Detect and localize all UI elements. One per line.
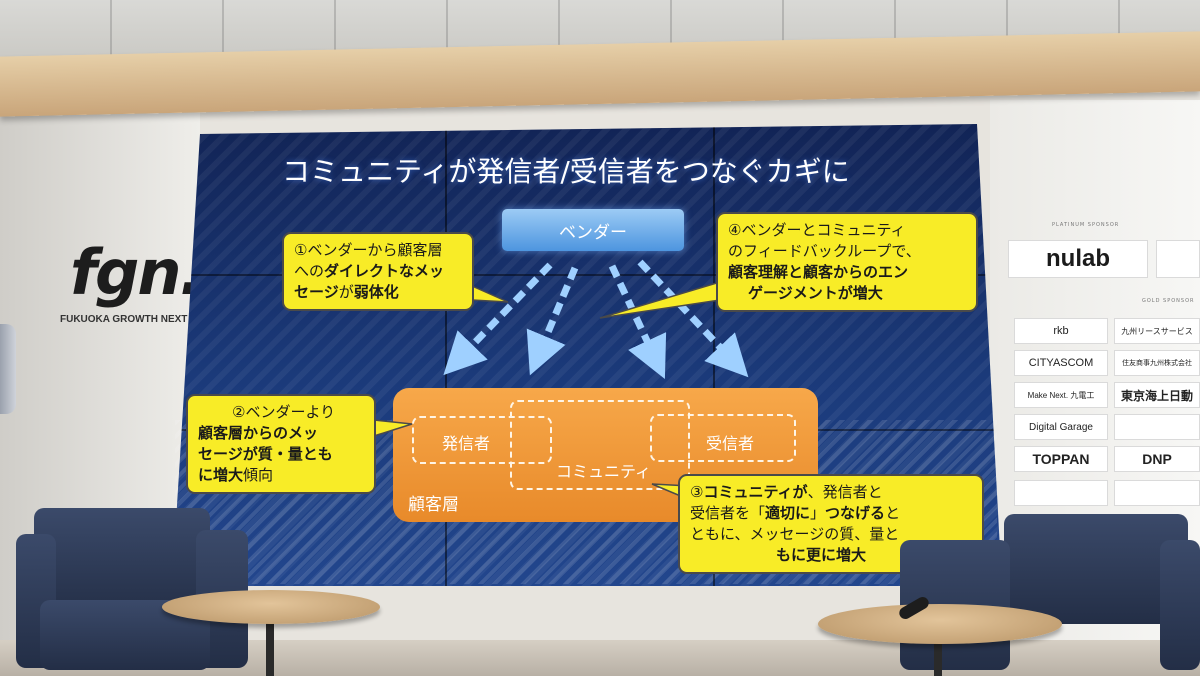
callout-2-line-2: 顧客層からのメッ [198,424,319,442]
person-silhouette [0,324,16,414]
sponsor-kyushu-lease: 九州リースサービス [1114,318,1200,344]
callout-4-line-3: 顧客理解と顧客からのエン [728,263,909,281]
callout-2-line-3: セージが質・量とも [198,445,333,463]
callout-1-line-3: セージが弱体化 [294,282,462,303]
callout-2: ②ベンダーより 顧客層からのメッ セージが質・量とも に増大傾向 [186,394,376,494]
sponsor-dnp: DNP [1114,446,1200,472]
right-armchair-arm-right [1160,540,1200,670]
gold-sponsor-label: GOLD SPONSOR [1142,298,1195,304]
left-table-leg [266,614,274,676]
sponsor-blank-3 [1014,480,1108,506]
callout-3-line-2b: 適切に [765,504,811,522]
community-outline [510,400,690,490]
callout-1-line-2a: への [294,262,325,280]
slide-title: コミュニティが発信者/受信者をつなぐカギに [282,155,850,188]
callout-3-line-1b: コミュニティが [703,483,808,501]
callout-3-line-2d: つなげる [825,504,886,522]
callout-3-line-2a: 受信者を「 [690,504,766,522]
left-side-table [162,590,380,624]
callout-3-line-2e: と [885,504,901,522]
sponsor-tokio-marine: 東京海上日動 [1114,382,1200,408]
callout-3-line-2: 受信者を「適切に」つなげると [690,503,972,524]
right-side-table [818,604,1062,644]
sponsor-blank-2 [1114,414,1200,440]
callout-2-line-4: に増大傾向 [198,465,364,486]
callout-3-line-1c: 、発信者と [807,483,883,501]
callout-1-line-3b: が [338,283,354,301]
callout-4-line-1: ④ベンダーとコミュニティ [728,221,906,239]
callout-4: ④ベンダーとコミュニティ のフィードバックループで、 顧客理解と顧客からのエン … [716,212,978,312]
callout-3-line-1a: ③ [690,483,704,501]
platinum-sponsor-label: PLATINUM SPONSOR [1052,222,1120,228]
callout-2-line-4a: に [198,466,214,484]
callout-4-line-2: のフィードバックループで、 [728,242,921,260]
callout-4-line-4: ゲージメントが増大 [748,284,883,302]
callout-2-line-4c: 傾向 [243,466,274,484]
callout-3-line-4b: 更に増大 [806,546,867,564]
sponsor-kyudenko: Make Next. 九電工 [1014,382,1108,408]
sponsor-rkb: rkb [1014,318,1108,344]
sponsor-nulab: nulab [1008,240,1148,278]
sender-outline [412,416,552,464]
callout-1-line-2: へのダイレクトなメッ [294,261,462,282]
sponsor-blank [1156,240,1200,278]
callout-1-line-1: ①ベンダーから顧客層 [294,241,443,259]
sender-label: 発信者 [442,434,491,453]
receiver-label: 受信者 [706,434,755,453]
vendor-label: ベンダー [559,222,627,243]
callout-2-line-1: ②ベンダーより [232,403,336,421]
sponsor-cityascom: CITYASCOM [1014,350,1108,376]
right-armchair-back [1004,514,1188,624]
vendor-box: ベンダー [502,209,684,251]
sponsor-blank-4 [1114,480,1200,506]
callout-3-line-4: もに更に増大 [690,545,972,566]
callout-2-line-4b: 増大 [213,466,244,484]
community-label: コミュニティ [556,462,652,481]
sponsor-toppan: TOPPAN [1014,446,1108,472]
fgn-logo: fgn. [70,236,203,309]
customer-layer-label: 顧客層 [408,495,459,515]
right-table-leg [934,632,942,676]
callout-3-line-1: ③コミュニティが、発信者と [690,482,972,503]
callout-3-line-3: ともに、メッセージの質、量と [690,525,900,543]
sponsor-digital-garage: Digital Garage [1014,414,1108,440]
callout-1: ①ベンダーから顧客層 へのダイレクトなメッ セージが弱体化 [282,232,474,311]
callout-1-line-3a: セージ [294,283,339,301]
fgn-logo-subtitle: FUKUOKA GROWTH NEXT [60,314,188,325]
callout-1-line-3c: 弱体化 [353,283,399,301]
receiver-outline [650,414,796,462]
callout-1-line-2b: ダイレクトなメッ [324,262,445,280]
sponsor-sumitomo: 住友商事九州株式会社 [1114,350,1200,376]
callout-3-line-2c: 」 [810,504,826,522]
callout-3-line-4a: もに [776,546,807,564]
